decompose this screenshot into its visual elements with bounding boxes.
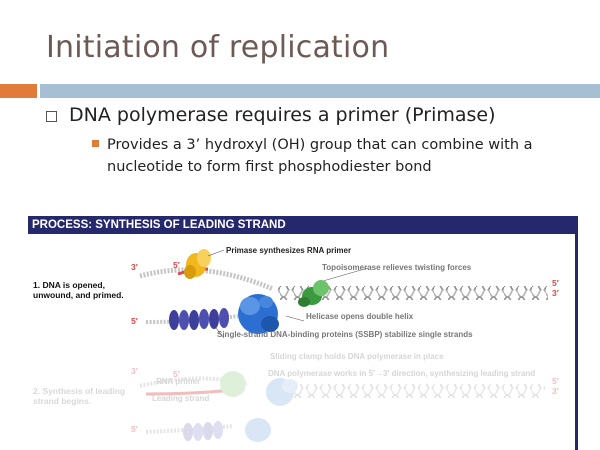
parent-double-helix [278, 286, 548, 300]
label-leading-strand: Leading strand [152, 394, 210, 403]
helicase-leader-line [285, 315, 305, 322]
end-marker-5prime: 5′ [173, 369, 180, 379]
replication-illustration [139, 249, 548, 442]
figure-border [575, 234, 578, 450]
primase-leader-line [207, 249, 225, 257]
end-marker-5prime: 5′ [552, 278, 559, 288]
accent-bar-orange [0, 84, 37, 98]
topoisomerase-leader-line [322, 267, 369, 282]
accent-bar-blue [40, 84, 600, 98]
label-ssbp: Single-strand DNA-binding proteins (SSBP… [217, 330, 473, 339]
label-rna-primer: RNA primer [156, 377, 201, 386]
end-marker-5prime: 5′ [552, 376, 559, 386]
primase-protein [184, 249, 211, 279]
end-marker-5prime: 5′ [131, 316, 138, 326]
label-topoisomerase: Topoisomerase relieves twisting forces [322, 263, 472, 272]
end-marker-5prime: 5′ [131, 424, 138, 434]
sub-bullet-text: Provides a 3’ hydroxyl (OH) group that c… [107, 137, 533, 175]
ssbp-leader-line [215, 327, 225, 339]
topoisomerase-protein [298, 280, 329, 307]
label-sliding-clamp: Sliding clamp holds DNA polymerase in pl… [270, 352, 444, 361]
end-marker-3prime: 3′ [131, 366, 138, 376]
label-helicase: Helicase opens double helix [306, 312, 414, 321]
bullet-level-2: Provides a 3’ hydroxyl (OH) group that c… [92, 134, 572, 178]
label-primase: Primase synthesizes RNA primer [226, 246, 352, 255]
step-1-caption: 1. DNA is opened, unwound, and primed. [33, 280, 124, 300]
label-dna-polymerase: DNA polymerase works in 5′→3′ direction,… [268, 369, 536, 378]
faded-step-2-illustration [139, 371, 545, 442]
bullet-text: DNA polymerase requires a primer (Primas… [69, 104, 496, 126]
helicase-protein [238, 294, 279, 334]
filled-square-bullet-icon [92, 140, 99, 147]
bullet-level-1: DNA polymerase requires a primer (Primas… [46, 104, 496, 126]
end-marker-3prime: 3′ [552, 386, 559, 396]
leading-strand-figure: PROCESS: SYNTHESIS OF LEADING STRAND [28, 216, 578, 450]
figure-header: PROCESS: SYNTHESIS OF LEADING STRAND [28, 216, 578, 234]
slide-title: Initiation of replication [46, 30, 390, 65]
ssbp-proteins [169, 308, 229, 330]
hollow-square-bullet-icon [46, 110, 57, 122]
end-marker-5prime: 5′ [173, 260, 180, 270]
step-2-caption: 2. Synthesis of leading strand begins. [33, 386, 126, 406]
end-marker-3prime: 3′ [131, 262, 138, 272]
end-marker-3prime: 3′ [552, 288, 559, 298]
top-single-strand [139, 267, 274, 292]
